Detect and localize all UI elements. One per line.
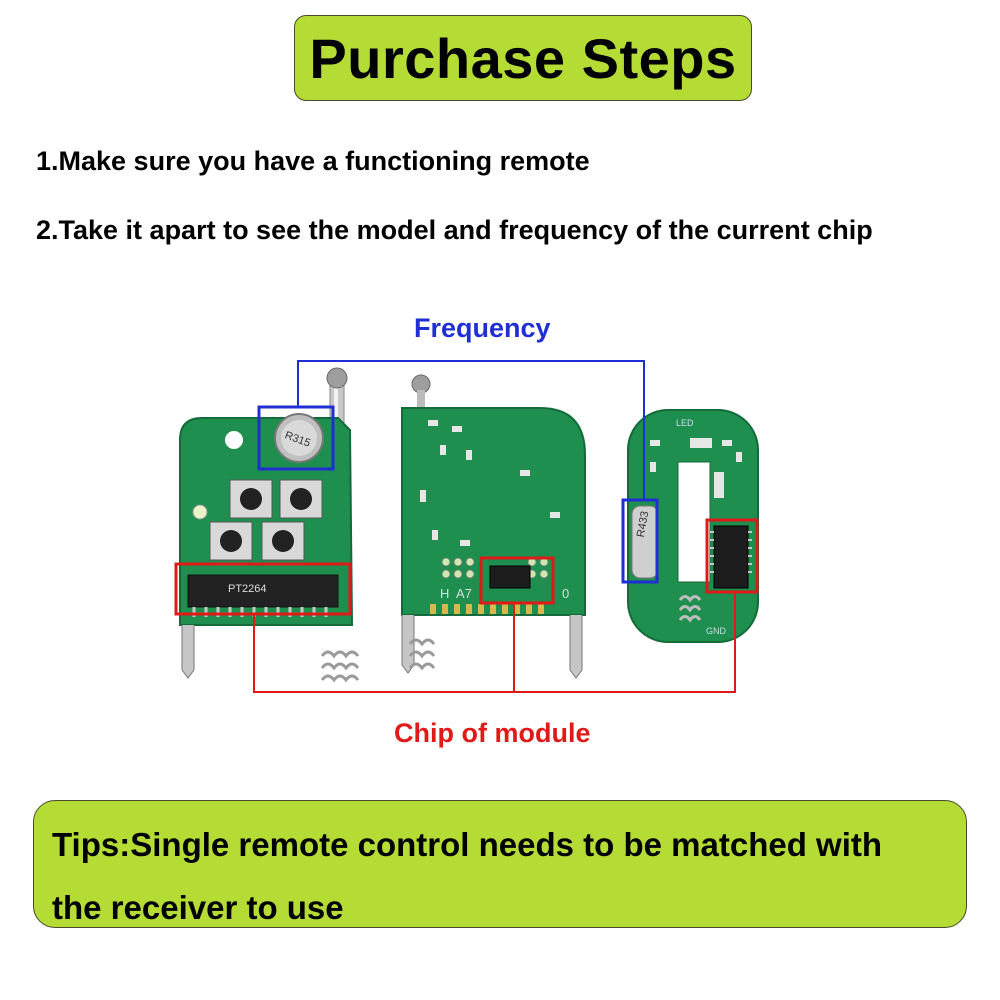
frequency-highlight xyxy=(257,360,659,584)
pin-label-0: 0 xyxy=(562,586,569,601)
tips-banner: Tips:Single remote control needs to be m… xyxy=(33,800,967,928)
silk-label-led: LED xyxy=(676,418,694,428)
chip-highlight xyxy=(174,518,759,693)
board-1: R315 PT2264 xyxy=(179,367,360,683)
page-title: Purchase Steps xyxy=(309,26,737,90)
board-2: H A7 0 xyxy=(401,374,586,679)
chip-of-module-label: Chip of module xyxy=(394,718,591,748)
title-banner: Purchase Steps xyxy=(294,15,752,101)
pin-label-h: H xyxy=(440,586,449,601)
silk-label-gnd: GND xyxy=(706,626,727,636)
tactile-buttons xyxy=(209,479,323,561)
pin-label-a7: A7 xyxy=(456,586,472,601)
chip-text-pt2264: PT2264 xyxy=(228,583,267,595)
crystal-text-r433: R433 xyxy=(635,510,651,538)
step-2-text: 2.Take it apart to see the model and fre… xyxy=(36,215,873,245)
frequency-label: Frequency xyxy=(414,313,551,343)
board-3: R433 LED GND xyxy=(627,409,759,643)
tips-line-2: the receiver to use xyxy=(52,889,344,926)
tips-line-1: Tips:Single remote control needs to be m… xyxy=(52,826,883,863)
step-1-text: 1.Make sure you have a functioning remot… xyxy=(36,146,590,176)
